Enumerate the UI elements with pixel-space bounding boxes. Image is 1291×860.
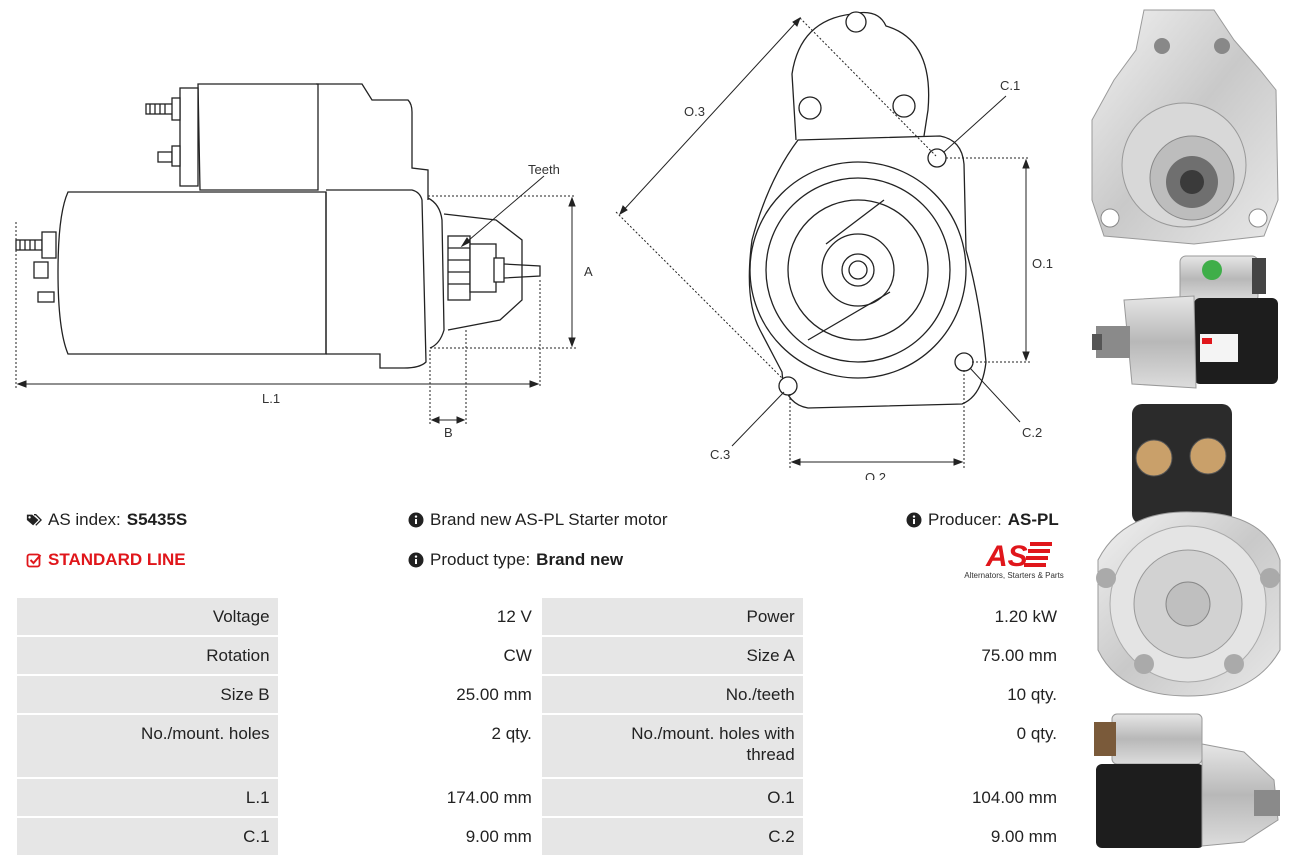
spec-label: No./mount. holes xyxy=(17,715,278,777)
spec-value: 174.00 mm xyxy=(279,779,540,816)
producer-row: Producer: AS-PL xyxy=(906,510,1059,530)
photo-rear-view xyxy=(1096,404,1281,697)
spec-value: 10 qty. xyxy=(804,676,1065,713)
product-type-row: Product type: Brand new xyxy=(408,550,623,570)
spec-label: O.1 xyxy=(541,779,803,816)
spec-value: 1.20 kW xyxy=(804,598,1065,635)
dimension-l1-label: L.1 xyxy=(262,391,280,406)
brand-tagline: Alternators, Starters & Parts xyxy=(964,571,1064,580)
spec-label: Voltage xyxy=(17,598,278,635)
side-view-drawing xyxy=(15,83,541,369)
as-pl-logo: AS xyxy=(985,540,1052,573)
as-index-label: AS index: xyxy=(48,510,121,529)
producer-value: AS-PL xyxy=(1007,510,1059,529)
table-row: Rotation CW Size A 75.00 mm xyxy=(17,637,1065,674)
dimension-b-label: B xyxy=(444,425,453,440)
spec-label: Power xyxy=(541,598,803,635)
table-row: No./mount. holes 2 qty. No./mount. holes… xyxy=(17,715,1065,777)
front-view-drawing xyxy=(748,11,987,409)
info-circle-icon xyxy=(408,552,424,568)
producer-label: Producer: xyxy=(928,510,1002,529)
spec-value: 2 qty. xyxy=(279,715,540,777)
product-type-label: Product type: xyxy=(430,550,531,569)
spec-value: 75.00 mm xyxy=(804,637,1065,674)
dimension-c3-label: C.3 xyxy=(710,447,730,462)
table-row: L.1 174.00 mm O.1 104.00 mm xyxy=(17,779,1065,816)
spec-label: No./mount. holes with thread xyxy=(541,715,803,777)
dimension-a-label: A xyxy=(584,264,593,279)
spec-value: 104.00 mm xyxy=(804,779,1065,816)
teeth-label: Teeth xyxy=(528,162,560,177)
spec-label: L.1 xyxy=(17,779,278,816)
dimension-o2-label: O.2 xyxy=(865,470,886,480)
spec-value: 12 V xyxy=(279,598,540,635)
table-row: C.1 9.00 mm C.2 9.00 mm xyxy=(17,818,1065,855)
photo-front-flange xyxy=(1091,9,1279,245)
description-row: Brand new AS-PL Starter motor xyxy=(408,510,667,530)
photo-side-view xyxy=(1092,255,1278,389)
tags-icon xyxy=(26,512,42,528)
spec-label: Size A xyxy=(541,637,803,674)
as-index-row: AS index: S5435S xyxy=(26,510,187,530)
check-square-icon xyxy=(26,552,42,568)
standard-line-row: STANDARD LINE xyxy=(26,550,186,570)
spec-label: No./teeth xyxy=(541,676,803,713)
info-circle-icon xyxy=(906,512,922,528)
spec-label: C.1 xyxy=(17,818,278,855)
dimension-c2-label: C.2 xyxy=(1022,425,1042,440)
dimension-o1-label: O.1 xyxy=(1032,256,1053,271)
spec-value: 9.00 mm xyxy=(279,818,540,855)
description-text: Brand new AS-PL Starter motor xyxy=(430,510,668,529)
spec-label: Size B xyxy=(17,676,278,713)
table-row: Size B 25.00 mm No./teeth 10 qty. xyxy=(17,676,1065,713)
info-circle-icon xyxy=(408,512,424,528)
photo-side-view-alt xyxy=(1094,713,1280,848)
spec-label: C.2 xyxy=(541,818,803,855)
specs-table: Voltage 12 V Power 1.20 kW Rotation CW S… xyxy=(15,596,1067,857)
logo-text: AS xyxy=(985,540,1028,573)
product-type-value: Brand new xyxy=(536,550,624,569)
table-row: Voltage 12 V Power 1.20 kW xyxy=(17,598,1065,635)
technical-drawings: Teeth A L.1 B xyxy=(15,11,1053,480)
dimension-c1-label: C.1 xyxy=(1000,78,1020,93)
spec-value: CW xyxy=(279,637,540,674)
standard-line-label: STANDARD LINE xyxy=(48,550,186,569)
spec-value: 9.00 mm xyxy=(804,818,1065,855)
dimension-o3-label: O.3 xyxy=(684,104,705,119)
spec-value: 0 qty. xyxy=(804,715,1065,777)
spec-label: Rotation xyxy=(17,637,278,674)
product-photos xyxy=(1091,9,1281,848)
as-index-value: S5435S xyxy=(126,510,188,529)
spec-value: 25.00 mm xyxy=(279,676,540,713)
